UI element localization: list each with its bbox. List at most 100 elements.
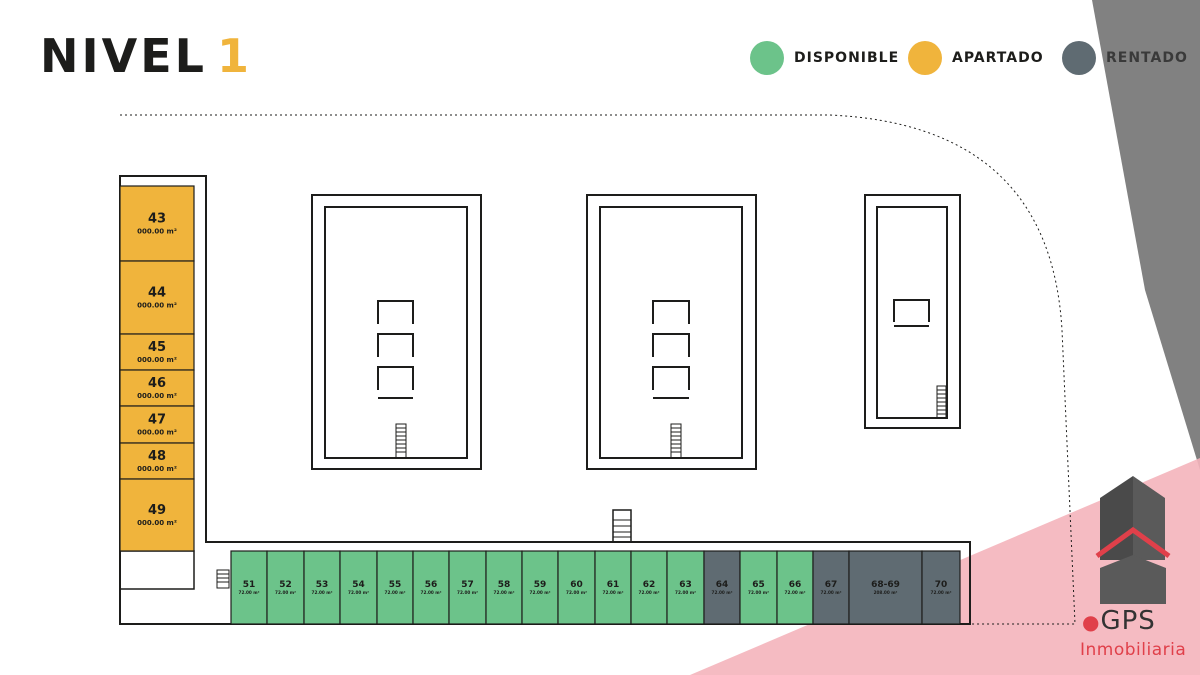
unit-number: 47 xyxy=(148,413,166,428)
unit-number: 55 xyxy=(389,580,402,590)
unit-number: 57 xyxy=(461,580,474,590)
unit-area: 72.00 m² xyxy=(312,590,333,595)
unit-area: 72.00 m² xyxy=(821,590,842,595)
unit-number: 63 xyxy=(679,580,692,590)
unit-area: 72.00 m² xyxy=(931,590,952,595)
unit-number: 67 xyxy=(825,580,838,590)
unit-number: 61 xyxy=(607,580,620,590)
logo-name: ●GPS xyxy=(1082,606,1156,636)
title-level-number: 1 xyxy=(216,29,252,83)
unit-area: 72.00 m² xyxy=(239,590,260,595)
legend-apartado: APARTADO xyxy=(908,40,1044,76)
unit-number: 68-69 xyxy=(871,580,900,590)
unit-area: 72.00 m² xyxy=(639,590,660,595)
unit-area: 000.00 m² xyxy=(137,228,177,236)
stairs-small-icon xyxy=(216,569,230,589)
legend-label-rentado: RENTADO xyxy=(1106,50,1188,66)
unit-number: 56 xyxy=(425,580,438,590)
status-available-dot xyxy=(750,41,784,75)
stairs-center-icon xyxy=(612,509,632,543)
building-outline xyxy=(119,175,971,625)
unit-area: 72.00 m² xyxy=(675,590,696,595)
unit-number: 46 xyxy=(148,376,166,391)
logo-name-text: GPS xyxy=(1100,606,1156,636)
unit-area: 72.00 m² xyxy=(748,590,769,595)
title-word: NIVEL xyxy=(40,29,207,83)
legend-label-disponible: DISPONIBLE xyxy=(794,50,900,66)
unit-area: 72.00 m² xyxy=(785,590,806,595)
unit-area: 208.00 m² xyxy=(874,590,898,595)
legend-label-apartado: APARTADO xyxy=(952,50,1044,66)
site-boundary-dotted xyxy=(120,114,1076,625)
unit-number: 49 xyxy=(148,503,166,518)
status-rented-dot xyxy=(1062,41,1096,75)
unit-number: 64 xyxy=(716,580,729,590)
courtyard-block-1 xyxy=(311,194,482,470)
status-reserved-dot xyxy=(908,41,942,75)
unit-number: 65 xyxy=(752,580,765,590)
unit-area: 72.00 m² xyxy=(494,590,515,595)
legend-rentado: RENTADO xyxy=(1062,40,1188,76)
unit-area: 72.00 m² xyxy=(566,590,587,595)
unit-area: 72.00 m² xyxy=(603,590,624,595)
corner-gray-shape xyxy=(1092,0,1200,470)
unit-number: 66 xyxy=(789,580,802,590)
unit-number: 52 xyxy=(279,580,292,590)
unit-area: 72.00 m² xyxy=(348,590,369,595)
unit-area: 72.00 m² xyxy=(275,590,296,595)
unit-area: 000.00 m² xyxy=(137,429,177,437)
unit-number: 48 xyxy=(148,449,166,464)
unit-area: 72.00 m² xyxy=(712,590,733,595)
unit-number: 43 xyxy=(148,212,166,227)
unit-number: 62 xyxy=(643,580,656,590)
courtyard-block-2 xyxy=(586,194,757,470)
unit-number: 58 xyxy=(498,580,511,590)
corner-room xyxy=(119,550,195,590)
unit-number: 45 xyxy=(148,340,166,355)
location-pin-icon: ● xyxy=(1082,610,1101,634)
unit-number: 44 xyxy=(148,286,166,301)
unit-number: 54 xyxy=(352,580,365,590)
unit-area: 72.00 m² xyxy=(457,590,478,595)
unit-number: 59 xyxy=(534,580,547,590)
courtyard-block-3 xyxy=(864,194,961,429)
unit-area: 000.00 m² xyxy=(137,465,177,473)
unit-area: 72.00 m² xyxy=(385,590,406,595)
unit-area: 000.00 m² xyxy=(137,302,177,310)
legend-disponible: DISPONIBLE xyxy=(750,40,899,76)
unit-number: 53 xyxy=(316,580,329,590)
unit-number: 51 xyxy=(243,580,256,590)
gps-house-logo-icon xyxy=(1095,476,1171,604)
unit-number: 70 xyxy=(935,580,948,590)
logo-subtitle: Inmobiliaria xyxy=(1080,640,1187,660)
